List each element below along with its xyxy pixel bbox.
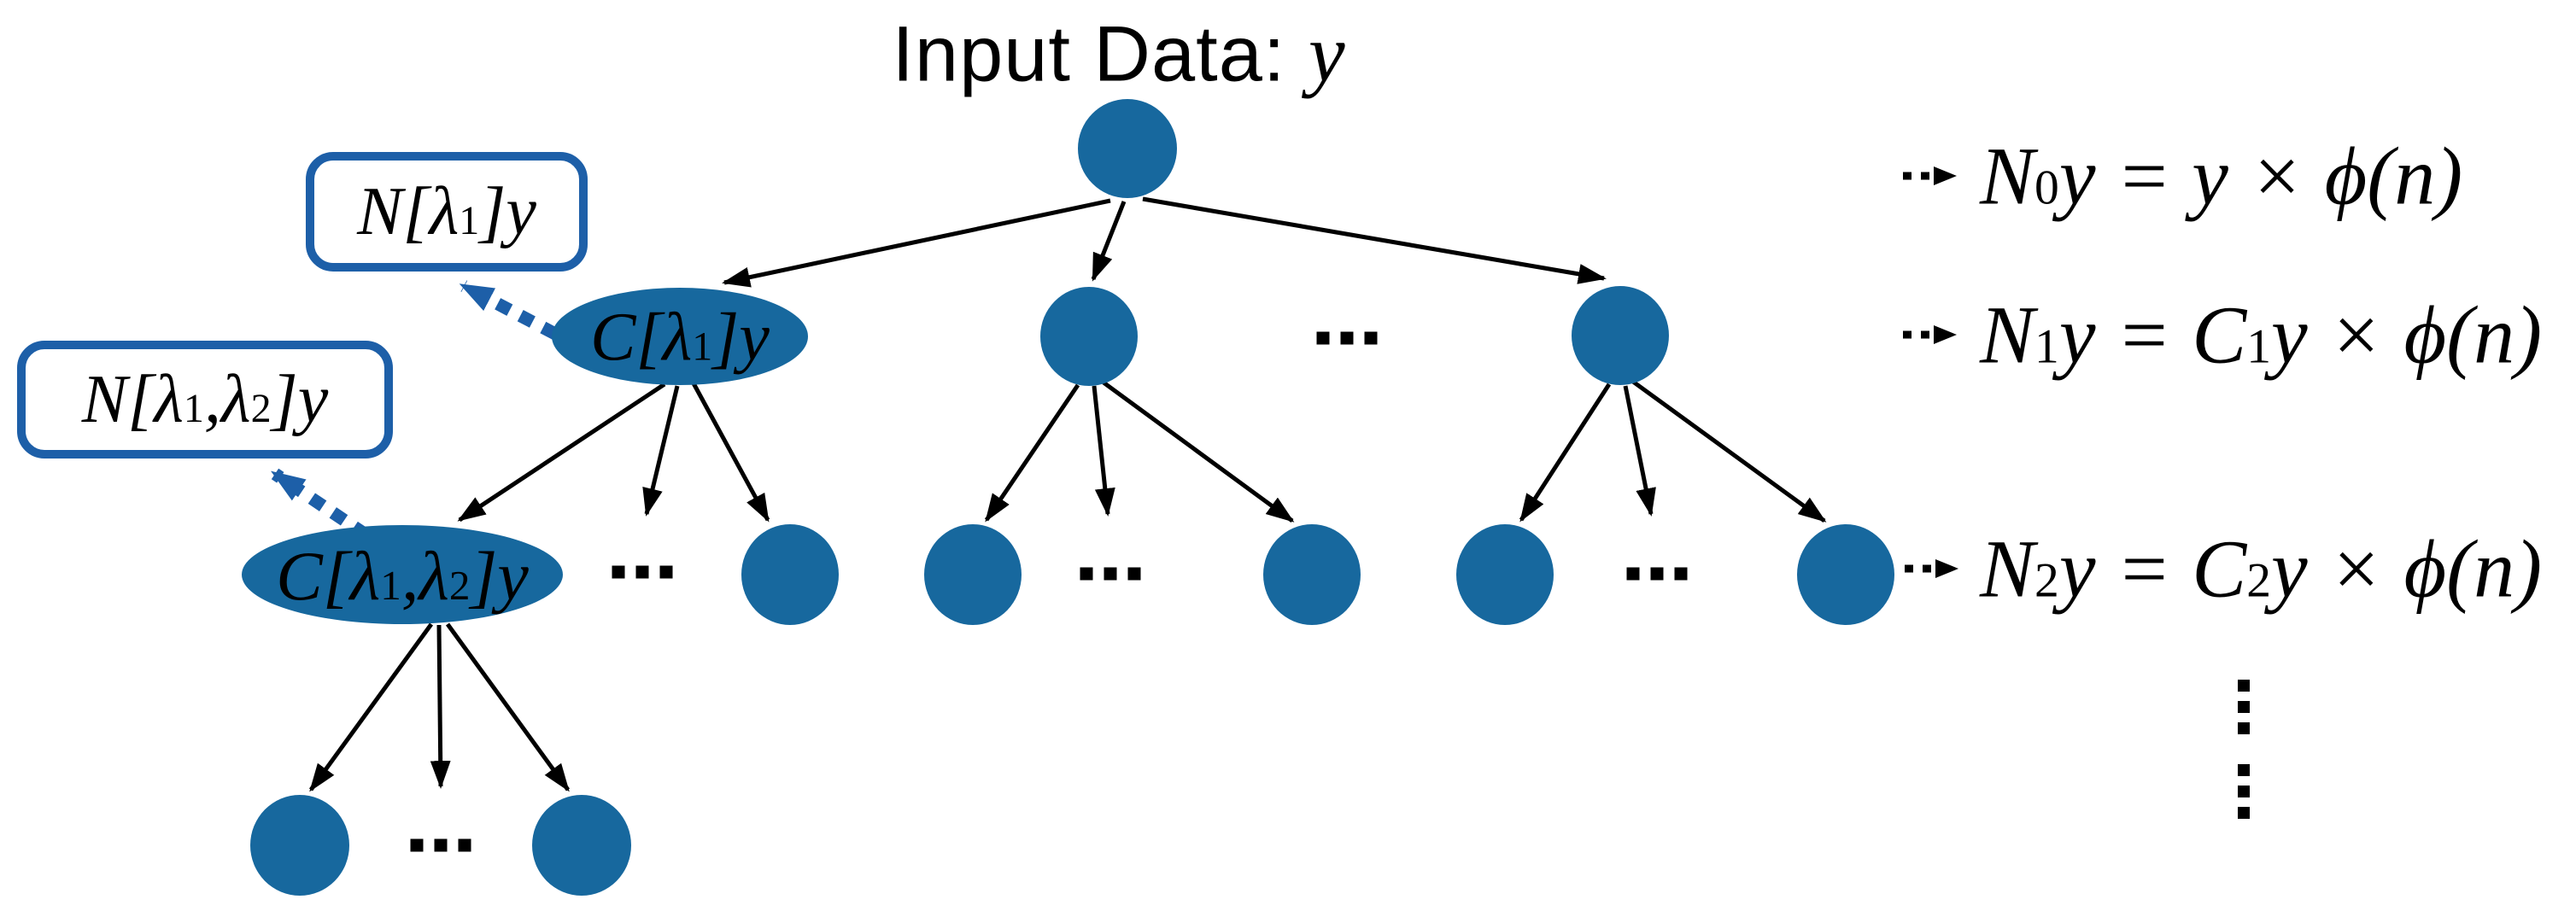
callout-arrows [271, 280, 559, 540]
cumulant1-node [552, 288, 808, 385]
dot [612, 565, 625, 579]
edge-root-to-node-l1-right [1142, 196, 1607, 284]
dot [1104, 567, 1117, 581]
node-l3b [532, 795, 631, 896]
cumulant2-node [242, 525, 563, 624]
cumulant1-label: C[λ1]y [590, 300, 770, 376]
node-l2b [924, 524, 1022, 625]
dot [1626, 567, 1640, 581]
dot [1080, 567, 1093, 581]
node-l2c [1263, 524, 1361, 625]
edge-cumulant1-to-ellipsis [642, 385, 680, 517]
dot [410, 838, 424, 852]
dot [2238, 722, 2250, 734]
ellipsis-level2-right [1626, 567, 1688, 581]
arrow-cumulant2-to-callout2 [271, 468, 370, 540]
edge-l1right-to-node-l2e [1631, 379, 1827, 523]
dot [1364, 331, 1378, 345]
edge-cumulant2-to-node-l3b [445, 622, 571, 792]
edge-l1right-to-ellipsis [1623, 385, 1656, 517]
root-node [1078, 99, 1177, 198]
dot [434, 838, 448, 852]
ellipsis-level1 [1316, 331, 1378, 345]
vertical-ellipsis-continuation [2238, 680, 2250, 819]
dot [2238, 764, 2250, 776]
tree-nodes [242, 99, 1894, 896]
dot [2238, 786, 2250, 797]
edge-root-to-cumulant1 [722, 198, 1111, 288]
dot [2238, 701, 2250, 713]
edge-cumulant1-to-cumulant2 [457, 382, 666, 523]
title-variable: y [1308, 7, 1346, 99]
edge-l1mid-to-ellipsis [1092, 385, 1115, 517]
dot [1674, 567, 1688, 581]
callout2-label: N[λ1,λ2]y [81, 361, 329, 437]
equation-n2: N2y = C2y × ϕ(n) [1980, 523, 2543, 615]
edge-l1right-to-node-l2d [1519, 383, 1612, 523]
title-text: Input Data: [892, 10, 1309, 98]
node-l2e [1797, 524, 1894, 625]
edge-l1mid-to-node-l2b [984, 383, 1080, 523]
ellipsis-level3 [410, 838, 471, 852]
dot [1650, 567, 1664, 581]
dot [659, 565, 673, 579]
diagram-title: Input Data: y [892, 6, 1345, 101]
equation-n0: N0y = y × ϕ(n) [1980, 130, 2463, 222]
edge-l1mid-to-node-l2c [1102, 380, 1295, 523]
edge-cumulant1-to-node-l2a [691, 382, 770, 523]
edge-cumulant2-to-node-l3a [308, 622, 434, 792]
callout-box-n2: N[λ1,λ2]y [17, 341, 393, 458]
dot [1127, 567, 1141, 581]
ellipsis-level2-left [612, 565, 673, 579]
dot [1316, 331, 1330, 345]
tree-edges [308, 196, 1827, 792]
edge-root-to-node-l1-mid [1091, 201, 1127, 282]
cumulant2-label: C[λ1,λ2]y [276, 537, 529, 615]
ellipsis-level2-mid [1080, 567, 1141, 581]
node-l2d [1456, 524, 1554, 625]
callout1-label: N[λ1]y [357, 173, 536, 249]
callout-box-n1: N[λ1]y [306, 152, 588, 272]
equation-leader-arrows [1903, 166, 1958, 578]
edge-cumulant2-to-ellipsis [430, 624, 451, 789]
dot [2238, 680, 2250, 692]
node-l2a [741, 524, 839, 625]
equation-n1: N1y = C1y × ϕ(n) [1980, 289, 2543, 381]
node-l1-right [1572, 286, 1669, 385]
dot [635, 565, 649, 579]
node-l1-mid [1040, 287, 1138, 386]
node-l3a [250, 795, 349, 896]
dot [1340, 331, 1354, 345]
arrow-cumulant1-to-callout1 [459, 280, 559, 340]
dot [2238, 807, 2250, 819]
dot [458, 838, 471, 852]
